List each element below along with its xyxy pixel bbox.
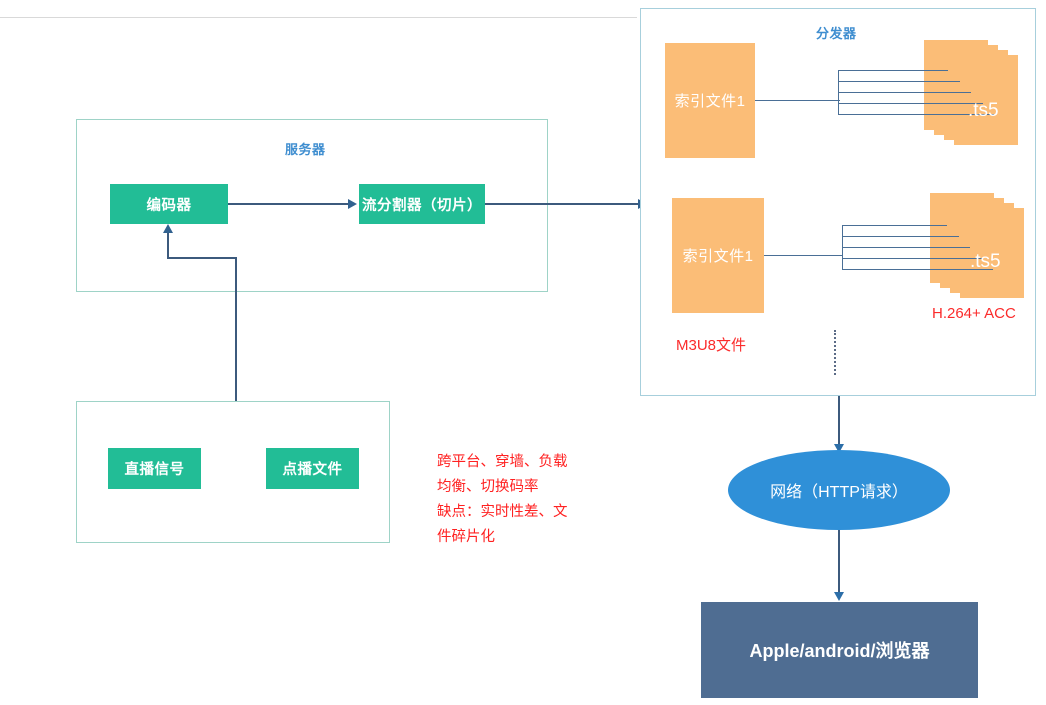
ts-label-1: .ts5 [968, 100, 999, 121]
distributor-title: 分发器 [816, 26, 857, 41]
encoder-box[interactable]: 编码器 [110, 184, 228, 224]
segment-line-3 [842, 247, 970, 248]
arrowhead-to-network-icon [834, 444, 844, 453]
segment-line-1 [838, 70, 948, 71]
connector-source-horizontal [167, 257, 237, 259]
ellipsis-dotted-line-icon [834, 330, 836, 375]
index-file-box-1[interactable]: 索引文件1 [665, 43, 755, 158]
connector-encoder-to-segmenter [228, 203, 350, 205]
segment-line-3 [838, 92, 971, 93]
client-devices-box[interactable]: Apple/android/浏览器 [701, 602, 978, 698]
segment-line-5 [838, 114, 994, 115]
live-signal-box[interactable]: 直播信号 [108, 448, 201, 489]
segment-line-4 [842, 258, 982, 259]
connector-distributor-to-network [838, 396, 840, 446]
segment-line-2 [842, 236, 959, 237]
segment-line-4 [838, 103, 983, 104]
ts-segment-stack-2: .ts5 [930, 193, 1042, 298]
segment-lines-1 [838, 70, 1018, 128]
connector-source-vertical [235, 258, 237, 401]
features-note: 跨平台、穿墙、负载 均衡、切换码率 缺点：实时性差、文 件碎片化 [437, 454, 568, 545]
m3u8-label: M3U8文件 [676, 337, 747, 354]
ts-card-4 [960, 208, 1024, 298]
connector-segmenter-to-distributor [485, 203, 643, 205]
connector-index2-to-segments [764, 255, 842, 256]
segment-line-5 [842, 269, 993, 270]
codec-label: H.264+ ACC [932, 305, 1016, 322]
connector-into-encoder-vertical [167, 232, 169, 258]
stream-segmenter-box[interactable]: 流分割器（切片） [359, 184, 485, 224]
ts-label-2: .ts5 [970, 251, 1001, 272]
ts-card-4 [954, 55, 1018, 145]
top-divider-rule [0, 17, 637, 18]
network-ellipse[interactable]: 网络（HTTP请求） [728, 450, 950, 530]
segment-line-1 [842, 225, 947, 226]
arrowhead-to-client-icon [834, 592, 844, 601]
index-file-box-2[interactable]: 索引文件1 [672, 198, 764, 313]
connector-network-to-client [838, 530, 840, 595]
arrowhead-to-segmenter-icon [348, 199, 357, 209]
segment-lines-left-edge [838, 70, 839, 115]
server-title: 服务器 [285, 142, 326, 157]
segment-lines-2 [842, 225, 1022, 283]
arrowhead-to-encoder-icon [163, 224, 173, 233]
segment-line-2 [838, 81, 960, 82]
vod-file-box[interactable]: 点播文件 [266, 448, 359, 489]
segment-lines-left-edge [842, 225, 843, 270]
ts-segment-stack-1: .ts5 [924, 40, 1036, 145]
connector-index1-to-segments [755, 100, 840, 101]
